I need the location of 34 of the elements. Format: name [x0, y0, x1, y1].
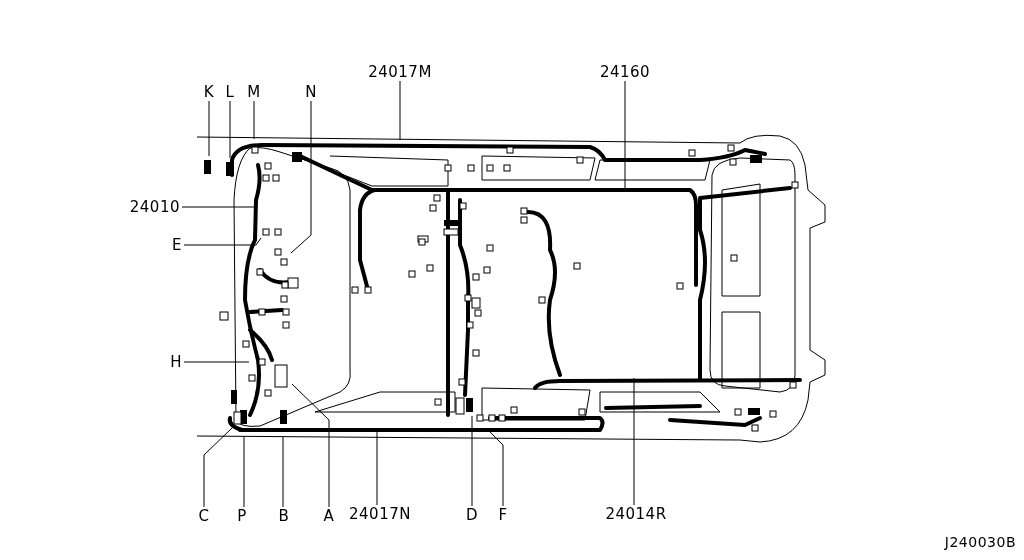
callout-label: C	[198, 509, 210, 524]
callout-label: 24160	[599, 65, 651, 80]
leader-line	[291, 383, 330, 508]
callout-label: F	[498, 508, 508, 523]
callout-label: H	[170, 354, 182, 370]
leader-line	[290, 100, 312, 254]
callout-label: 24017M	[368, 65, 432, 80]
leader-line	[633, 377, 635, 506]
callout-label: N	[305, 85, 317, 100]
callout-label: A	[323, 509, 335, 524]
leader-line	[243, 436, 245, 508]
leader-line	[183, 237, 262, 246]
callout-label: 24017N	[349, 507, 411, 522]
figure-code: J240030B	[944, 534, 1016, 550]
callout-label: P	[237, 509, 247, 524]
callout-label: B	[278, 509, 290, 524]
leader-line	[376, 431, 378, 506]
callout-label: L	[225, 85, 235, 100]
leader-line	[229, 100, 231, 159]
callout-label: 24010	[129, 199, 180, 215]
leader-line	[399, 80, 401, 141]
leader-line	[624, 80, 626, 191]
callout-label: E	[172, 237, 182, 253]
callout-label: 24014R	[605, 507, 667, 522]
callout-label: K	[203, 85, 215, 100]
leader-line	[471, 415, 473, 507]
callout-label: M	[247, 85, 261, 100]
leader-line	[203, 427, 233, 508]
leader-line	[208, 100, 210, 157]
leader-line	[181, 206, 256, 208]
leader-line	[183, 361, 250, 363]
leader-line	[253, 100, 255, 140]
leader-line	[282, 436, 284, 508]
callout-label: D	[465, 508, 479, 523]
